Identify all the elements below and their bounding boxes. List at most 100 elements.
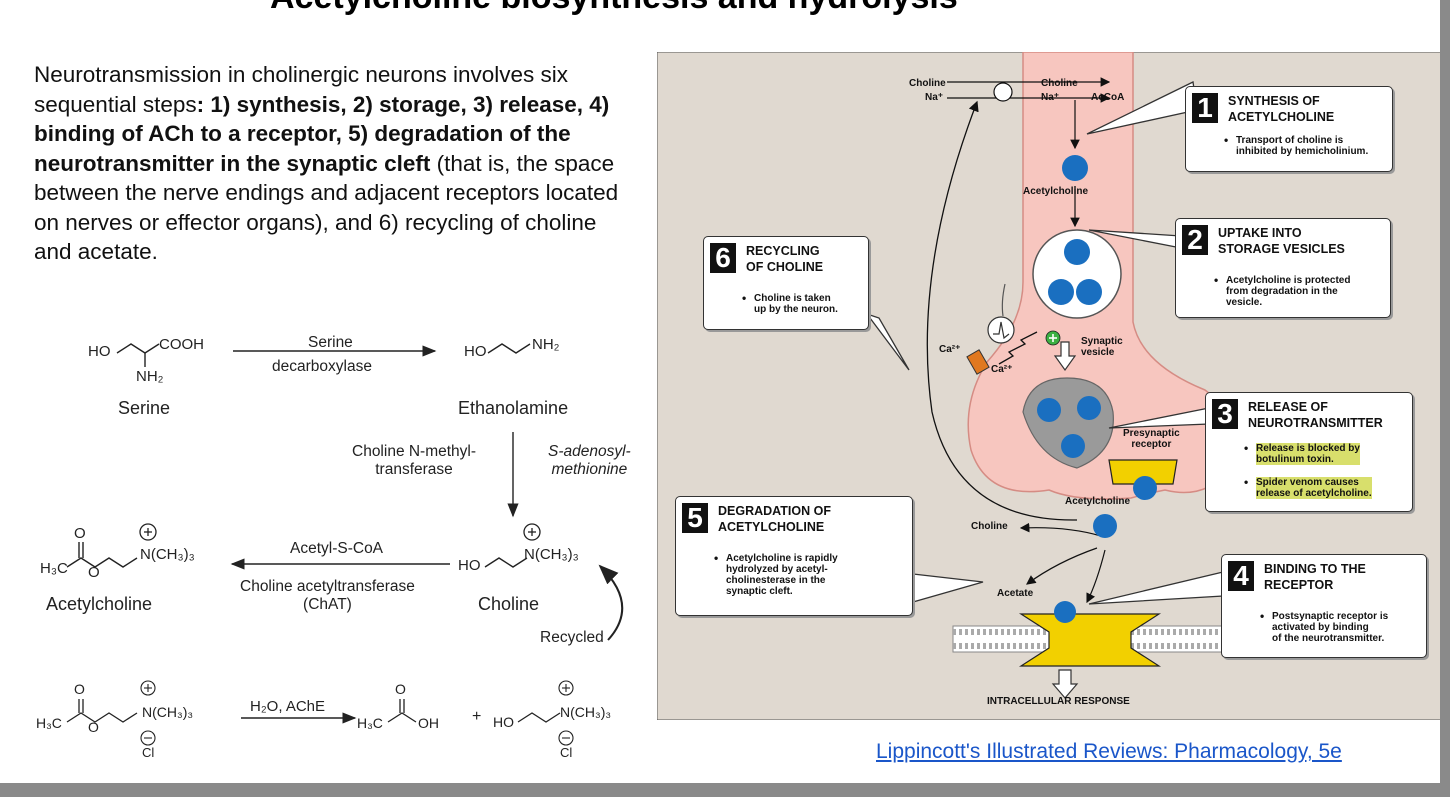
step-bullet: Transport of choline is inhibited by hem… [1224,135,1368,157]
label-acetate: Acetate [997,588,1034,599]
ach-molecule [1076,279,1102,305]
hydrolysis-ach-bonds [66,712,138,723]
step-bullet: Postsynaptic receptor is activated by bi… [1260,611,1388,644]
recycled-label: Recycled [540,629,604,646]
callout-step-2: 2 UPTAKE INTO STORAGE VESICLES Acetylcholi… [1175,218,1391,318]
choline-transporter [993,82,1013,102]
step-number: 2 [1182,225,1208,255]
step-title: RELEASE OF NEUROTRANSMITTER [1248,400,1383,430]
step2-right: S-adenosyl- methionine [548,443,631,478]
hyd-ach-o: O [74,681,85,697]
label-acetylcholine-bottom: Acetylcholine [1065,496,1131,507]
label-na-in: Na⁺ [1041,92,1060,103]
ethanolamine-name: Ethanolamine [458,398,569,418]
ach-bound [1054,601,1076,623]
ach-nme3: N(CH₃)₃ [140,546,195,563]
postsynaptic-membrane [952,625,1228,653]
slide: Acetylcholine biosynthesis and hydrolysi… [0,0,1440,783]
serine-ho: HO [88,343,111,360]
ach-molecule-synthesized [1062,155,1088,181]
hyd-choline-nme3: N(CH₃)₃ [560,704,612,720]
intro-steps-bold: : 1) synthesis, 2) storage, 3) release, … [34,91,610,176]
serine-cooh: COOH [159,336,204,353]
step-title: SYNTHESIS OF ACETYLCHOLINE [1228,94,1335,124]
acid-oh: OH [418,715,439,731]
label-choline-out: Choline [909,78,946,89]
ach-molecule [1061,434,1085,458]
ach-molecule [1037,398,1061,422]
ach-molecule [1077,396,1101,420]
step1-top: Serine [308,334,353,351]
label-choline-cleft: Choline [971,521,1008,532]
presynaptic-receptor [1108,459,1178,485]
step1-bottom: decarboxylase [272,358,372,375]
label-synaptic-vesicle: Synaptic vesicle [1081,336,1123,358]
ach-molecule [1064,239,1090,265]
step-title: RECYCLING OF CHOLINE [746,244,824,274]
slide-title: Acetylcholine biosynthesis and hydrolysi… [270,0,958,17]
ach-carbonyl-o: O [74,525,86,542]
label-na-out: Na⁺ [925,92,944,103]
step-title: DEGRADATION OF ACETYLCHOLINE [718,504,831,534]
calcium-channel [966,349,990,375]
ach-molecule [1048,279,1074,305]
hydrolysis-choline-bonds [517,712,561,723]
calcium-signal [998,331,1038,365]
ethanolamine-bonds [487,343,531,354]
intro-text-2: (that is, the space between the nerve en… [34,150,619,265]
step-title: UPTAKE INTO STORAGE VESICLES [1218,226,1345,256]
postsynaptic-receptor [1018,613,1162,667]
ach-name: Acetylcholine [46,594,153,614]
ach-in-cleft [1093,514,1117,538]
step-bullet: Choline is taken up by the neuron. [742,293,838,315]
serine-nh2: NH₂ [136,368,164,385]
step-bullet: Spider venom causes release of acetylcho… [1244,477,1372,499]
ach-ester-o: O [88,564,100,581]
step3-top: Acetyl-S-CoA [290,540,384,557]
cholinergic-synapse-figure: 1 SYNTHESIS OF ACETYLCHOLINE Transport of … [657,52,1440,720]
ethanolamine-nh2: NH₂ [532,336,560,353]
choline-ho: HO [458,557,481,574]
step-number: 3 [1212,399,1238,429]
acid-h3c: H₃C [357,715,383,731]
choline-bonds [484,557,528,568]
step3-bottom: Choline acetyltransferase (ChAT) [240,578,415,613]
step-bullet: Acetylcholine is rapidly hydrolyzed by a… [714,553,838,597]
callout-step-5: 5 DEGRADATION OF ACETYLCHOLINE Acetylcholi… [675,496,913,616]
label-ca-in: Ca²⁺ [991,364,1013,375]
callout-step-1: 1 SYNTHESIS OF ACETYLCHOLINE Transport of … [1185,86,1393,172]
citation-link[interactable]: Lippincott's Illustrated Reviews: Pharma… [876,740,1342,763]
acetic-acid-bonds [387,712,417,723]
label-intracellular-response: INTRACELLULAR RESPONSE [987,696,1130,707]
step-number: 4 [1228,561,1254,591]
ethanolamine-ho: HO [464,343,487,360]
serine-bonds [116,343,160,354]
hyd-ach-h3c: H₃C [36,715,62,731]
step2-left: Choline N-methyl- transferase [352,443,477,478]
label-choline-in: Choline [1041,78,1078,89]
recycled-arrow [598,564,624,641]
ach-molecule [1133,476,1157,500]
choline-recycle-path [926,100,1078,521]
step-bullet: Release is blocked by botulinum toxin. [1244,443,1360,465]
acetylcholine-bonds [66,557,138,568]
step-number: 5 [682,503,708,533]
hyd-ach-ester-o: O [88,719,99,735]
hydrolysis-reagent: H₂O, AChE [250,698,326,715]
step-bullet: Acetylcholine is protected from degradat… [1214,275,1351,308]
intro-text-1: Neurotransmission in cholinergic neurons… [34,62,568,117]
hyd-choline-ho: HO [493,714,514,730]
action-potential-icon [987,316,1015,344]
chemistry-bonds [66,343,624,746]
acid-o: O [395,681,406,697]
label-acetylcholine-top: Acetylcholine [1023,186,1089,197]
label-ca-out: Ca²⁺ [939,344,961,355]
release-arrow [1053,341,1077,372]
step-title: BINDING TO THE RECEPTOR [1264,562,1366,592]
step-number: 1 [1192,93,1218,123]
serine-name: Serine [118,398,171,418]
plus-sign: + [472,708,482,725]
intro-paragraph: Neurotransmission in cholinergic neurons… [34,60,634,267]
ach-h3c: H₃C [40,560,68,577]
